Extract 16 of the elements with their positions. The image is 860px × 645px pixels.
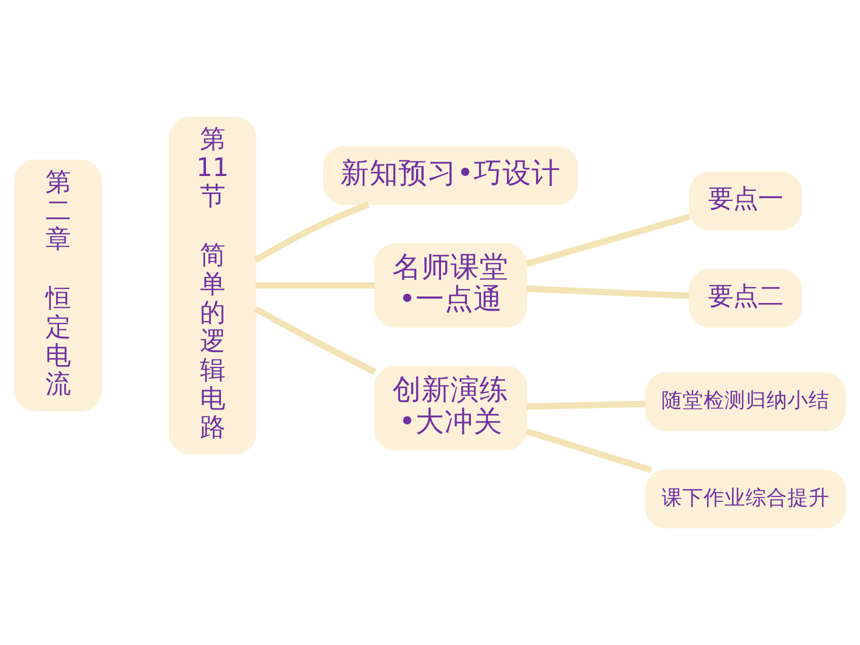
node-box: 课下作业综合提升 [645, 469, 846, 528]
node-box: 创新演练•大冲关 [374, 366, 528, 450]
node-box: 新知预习•巧设计 [323, 146, 578, 205]
connector [254, 306, 376, 375]
connector [526, 286, 690, 300]
node-box: 要点二 [688, 268, 802, 328]
connector [256, 282, 375, 289]
connector [526, 400, 646, 410]
node-box: 第11节 简单的逻辑电路 [168, 116, 256, 454]
connector [526, 214, 690, 267]
connector [526, 428, 652, 474]
node-box: 随堂检测归纳小结 [645, 372, 846, 432]
connector [254, 201, 370, 263]
node-box: 第二章 恒定电流 [14, 160, 102, 412]
node-box: 要点一 [688, 172, 802, 230]
node-box: 名师课堂•一点通 [374, 243, 528, 328]
